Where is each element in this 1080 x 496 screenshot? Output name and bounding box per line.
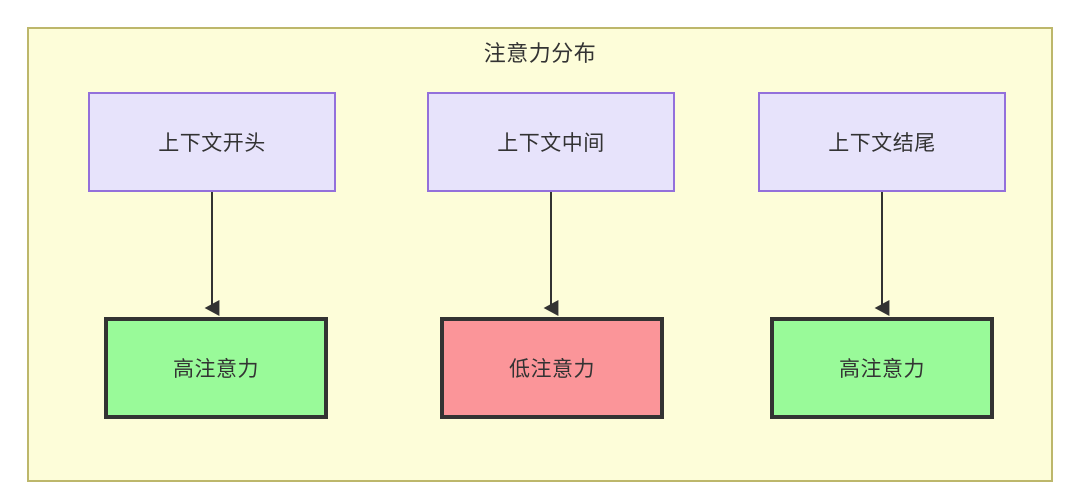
node-context-middle[interactable]: 上下文中间 [427,92,675,192]
node-context-start-label: 上下文开头 [158,132,266,155]
node-context-middle-label: 上下文中间 [497,132,605,155]
node-context-end-label: 上下文结尾 [828,132,936,155]
node-high-attention-start[interactable]: 高注意力 [104,317,328,419]
diagram-title: 注意力分布 [483,41,597,66]
node-low-attention-middle-label: 低注意力 [509,358,595,381]
node-high-attention-end-label: 高注意力 [839,358,925,381]
node-context-start[interactable]: 上下文开头 [88,92,336,192]
node-high-attention-end[interactable]: 高注意力 [770,317,994,419]
node-high-attention-start-label: 高注意力 [173,358,259,381]
node-context-end[interactable]: 上下文结尾 [758,92,1006,192]
node-low-attention-middle[interactable]: 低注意力 [440,317,664,419]
